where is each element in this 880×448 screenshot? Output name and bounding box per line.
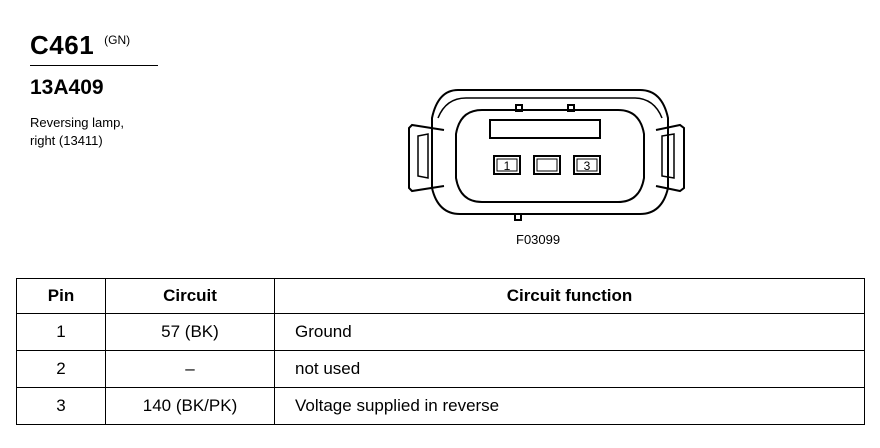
cell-function: Voltage supplied in reverse <box>274 387 865 425</box>
bottom-tab <box>514 214 522 221</box>
cell-circuit: 57 (BK) <box>105 313 275 351</box>
header-circuit: Circuit <box>105 278 275 314</box>
top-notch-right <box>567 104 575 112</box>
housing-outer <box>431 89 669 215</box>
cell-circuit: 140 (BK/PK) <box>105 387 275 425</box>
pin-table: Pin Circuit Circuit function 1 57 (BK) G… <box>16 278 865 425</box>
connector-color: (GN) <box>104 33 131 47</box>
cell-circuit: – <box>105 350 275 388</box>
connector-header: C461 (GN) 13A409 Reversing lamp, right (… <box>30 30 170 150</box>
right-latch-inner <box>661 133 675 179</box>
left-latch-inner <box>417 133 429 179</box>
table-row: 3 140 (BK/PK) Voltage supplied in revers… <box>16 387 865 425</box>
table-row: 2 – not used <box>16 350 865 388</box>
seal-slot <box>489 119 601 139</box>
pin-cavity-2 <box>533 155 561 175</box>
right-latch <box>655 123 685 193</box>
pin-table-header-row: Pin Circuit Circuit function <box>16 278 865 314</box>
header-circuit-function: Circuit function <box>274 278 865 314</box>
description-line-2: right (13411) <box>30 133 103 148</box>
pin-cavity-1 <box>493 155 521 175</box>
cell-pin: 3 <box>16 387 106 425</box>
pin-label-1: 1 <box>504 159 511 173</box>
connector-face-diagram: 1 3 <box>408 89 685 221</box>
cell-pin: 1 <box>16 313 106 351</box>
connector-code-line: C461 (GN) <box>30 30 158 66</box>
connector-code: C461 <box>30 30 95 60</box>
cell-pin: 2 <box>16 350 106 388</box>
header-pin: Pin <box>16 278 106 314</box>
housing-ridge <box>437 97 663 119</box>
figure-id: F03099 <box>516 232 561 247</box>
part-number: 13A409 <box>30 76 104 99</box>
connector-description: Reversing lamp, right (13411) <box>30 114 170 150</box>
cell-function: not used <box>274 350 865 388</box>
pin-label-3: 3 <box>584 159 591 173</box>
housing-inner <box>455 109 645 203</box>
table-row: 1 57 (BK) Ground <box>16 313 865 351</box>
left-latch <box>408 123 445 193</box>
pin-cavity-3 <box>573 155 601 175</box>
top-notch-left <box>515 104 523 112</box>
description-line-1: Reversing lamp, <box>30 115 124 130</box>
cell-function: Ground <box>274 313 865 351</box>
